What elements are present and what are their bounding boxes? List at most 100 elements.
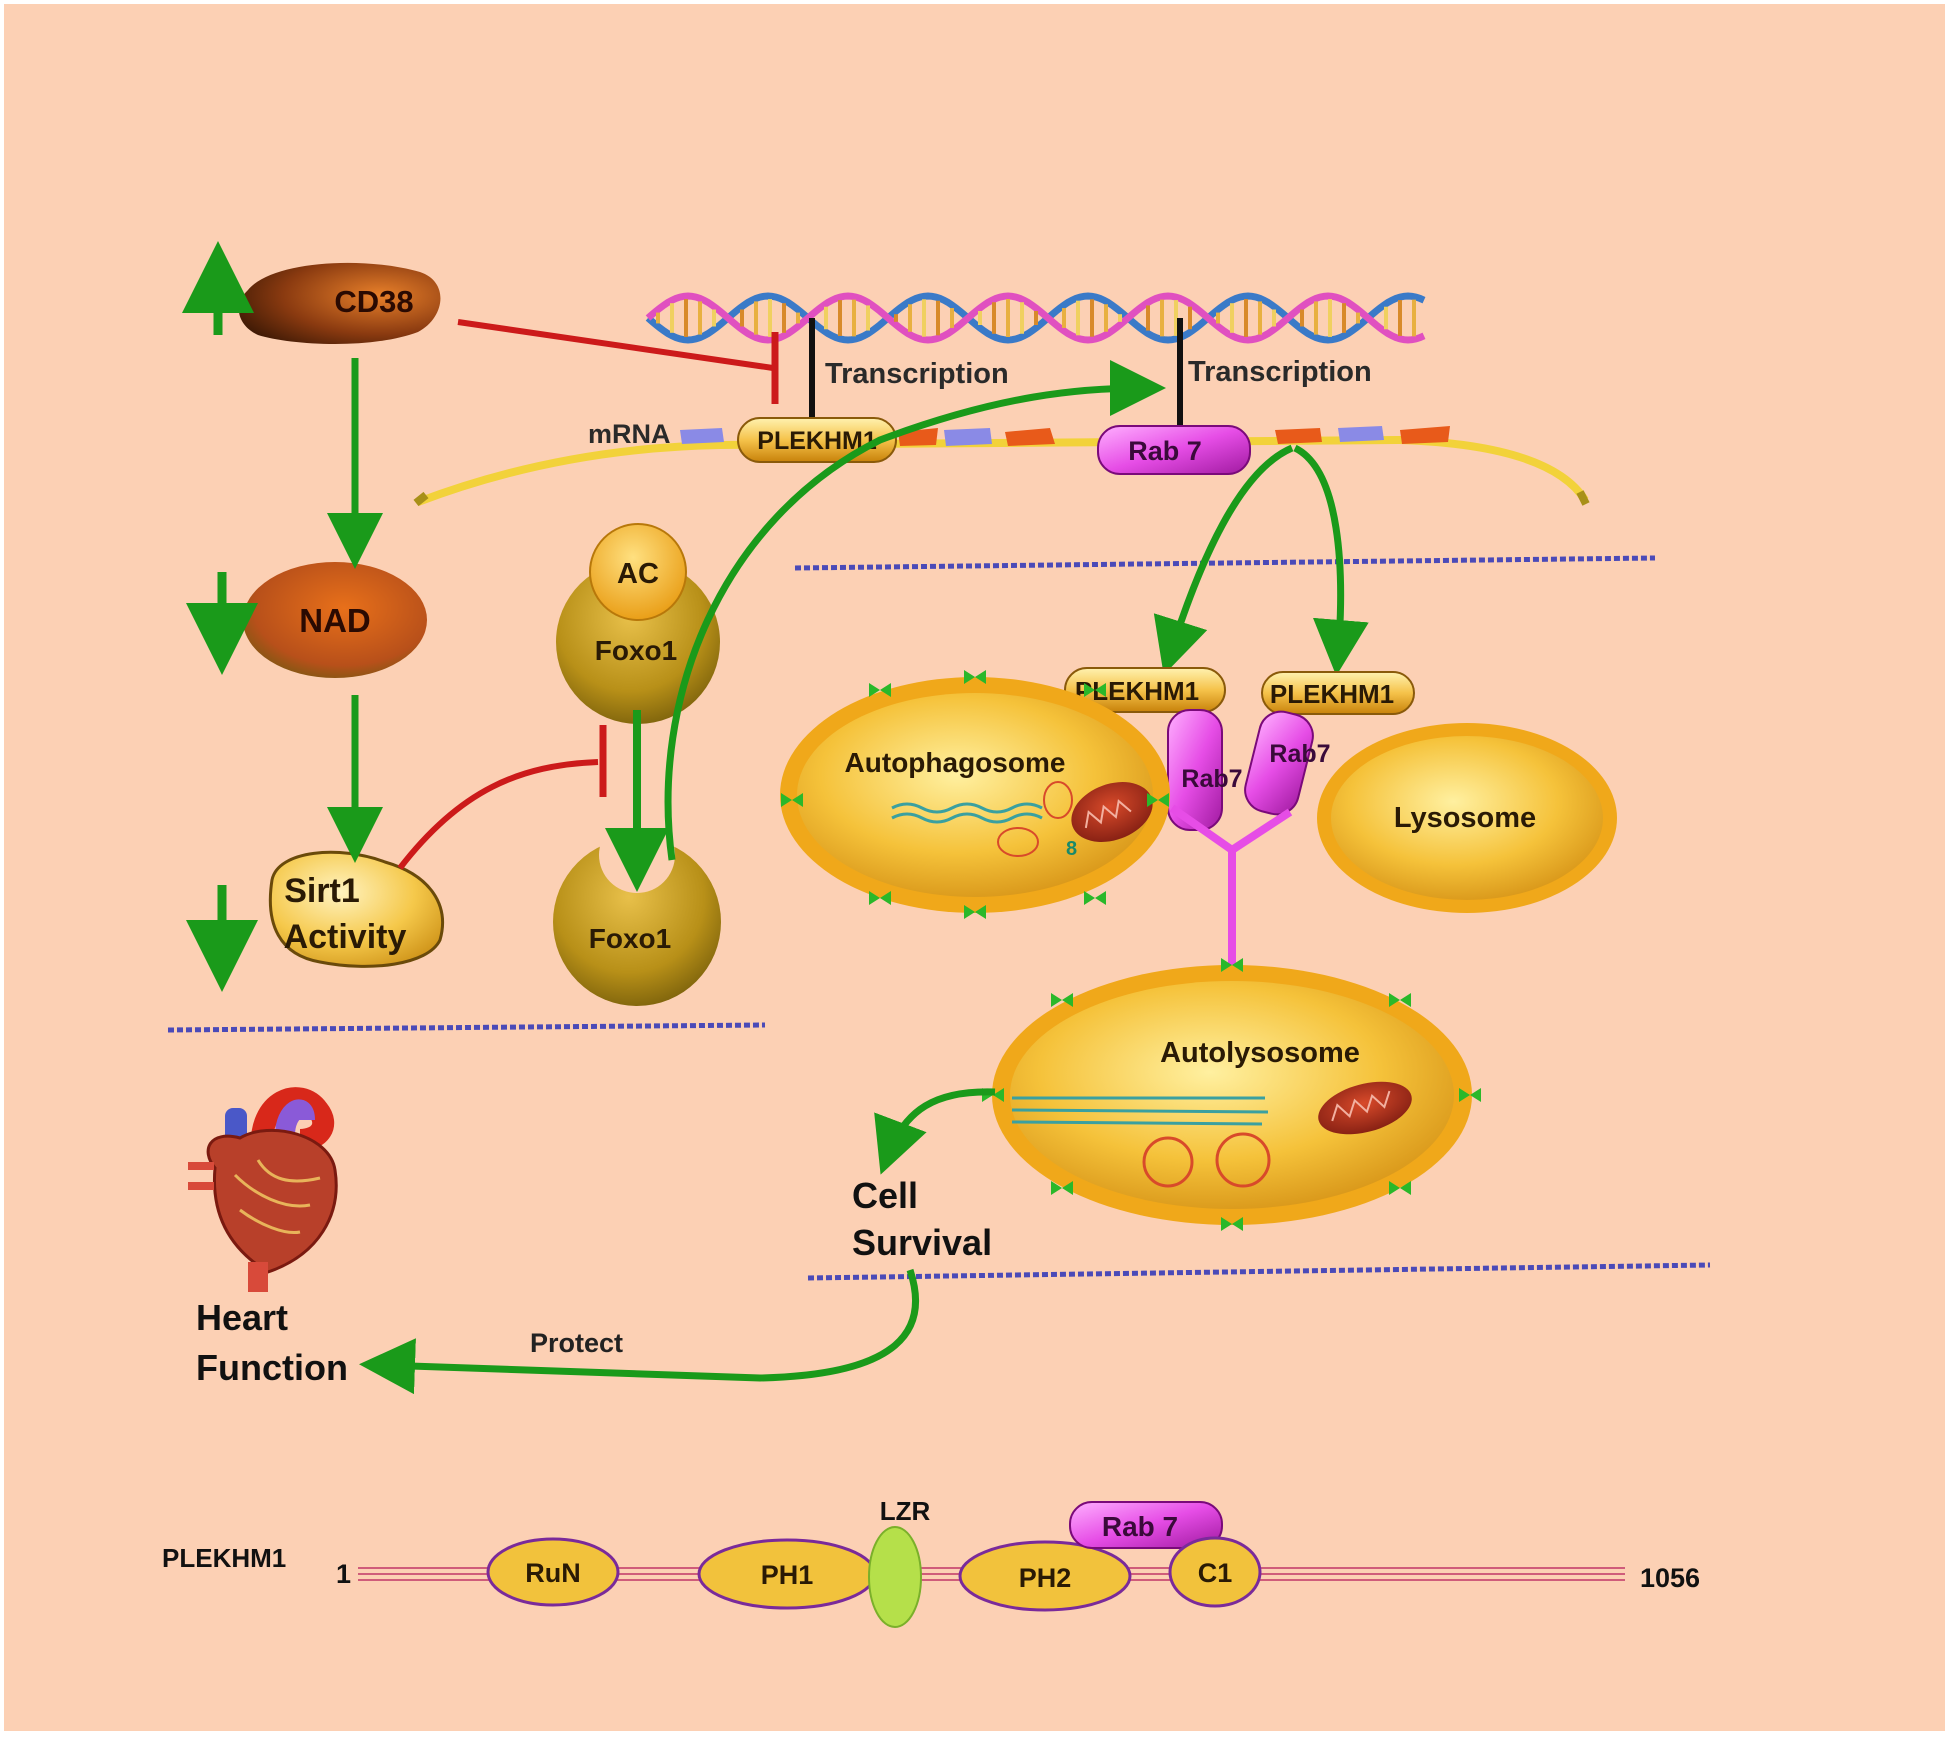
heart-function-label-line1: Heart: [196, 1297, 288, 1338]
autolysosome-cargo-dna: [1011, 1108, 1269, 1114]
membrane-anchor-mark: [1084, 891, 1106, 905]
rab7-left-shape: [1167, 709, 1223, 831]
cell-survival-label-line2: Survival: [852, 1222, 992, 1263]
mrna-segment: [1275, 428, 1322, 444]
membrane-anchor-mark: [1051, 993, 1073, 1007]
rab7-mrna-label: Rab 7: [1128, 436, 1202, 466]
membrane-anchor-mark: [964, 670, 986, 684]
mrna-segment: [680, 428, 724, 444]
dna-strand-blue: [645, 292, 1426, 344]
heart-aorta: [250, 1087, 335, 1151]
nad-node: NAD: [243, 562, 427, 678]
rab7-to-right-complex-arrow: [1293, 444, 1369, 676]
membrane-anchor-mark: [1051, 1181, 1073, 1195]
mrna-line: [416, 435, 1589, 506]
sirt1-label-line1: Sirt1: [284, 872, 360, 910]
membrane-anchor-mark: [869, 683, 891, 697]
mrna-end-left: [413, 491, 429, 507]
domain-rab7-binding: Rab 7: [1069, 1501, 1223, 1549]
plekhm1-complex-right: PLEKHM1 Rab7: [1244, 671, 1415, 816]
mrna-segment: [944, 428, 992, 446]
rab7-to-left-complex-arrow: [1153, 444, 1294, 676]
ac-shape: [589, 523, 687, 621]
mitochondrion-cristae: [1331, 1090, 1391, 1122]
membrane-anchor-mark: [1389, 1181, 1411, 1195]
lysosome-lumen: [1331, 736, 1603, 900]
autophagosome-vesicle: [1043, 781, 1073, 819]
dna-base-pairs: [656, 299, 1416, 337]
autophagosome-lumen: [797, 693, 1153, 897]
lower-membrane-line: [807, 1262, 1711, 1281]
transcription-label-2: Transcription: [1188, 356, 1372, 388]
domain-ph2: PH2: [958, 1540, 1132, 1612]
autolysosome-lumen: [1010, 981, 1454, 1209]
autolysosome: Autolysosome: [992, 965, 1472, 1225]
autolysosome-label: Autolysosome: [1160, 1037, 1360, 1069]
mitochondrion-cristae: [1084, 799, 1132, 829]
autophagosome-label: Autophagosome: [845, 747, 1066, 778]
domain-c1: C1: [1168, 1536, 1262, 1608]
autophagosome-cargo-mark: 8: [1066, 838, 1077, 860]
membrane-anchor-mark: [1221, 1217, 1243, 1231]
membrane-dividers: [167, 555, 1711, 1281]
domain-ph1-label: PH1: [761, 1560, 814, 1590]
domain-map-protein-label: PLEKHM1: [162, 1543, 286, 1573]
plekhm1-left-label: PLEKHM1: [1075, 676, 1199, 706]
membrane-anchor-mark: [781, 793, 803, 807]
plekhm1-right-shape: [1261, 671, 1415, 715]
domain-map-end: 1056: [1640, 1563, 1700, 1593]
membrane-anchor-mark: [1221, 958, 1243, 972]
cd38-node: CD38: [238, 262, 441, 345]
domain-lzr-label: LZR: [880, 1496, 931, 1526]
rab7-right-shape: [1244, 710, 1314, 816]
rab7-mrna-pill: Rab 7: [1097, 425, 1251, 475]
heart-coronary-vessels: [233, 1159, 321, 1235]
nad-shape: [243, 562, 427, 678]
foxo1-label: Foxo1: [589, 923, 671, 954]
autolysosome-vesicle: [1215, 1132, 1271, 1188]
heart-icon: [188, 1087, 338, 1292]
plekhm1-right-label: PLEKHM1: [1270, 679, 1394, 709]
protect-label: Protect: [530, 1328, 623, 1358]
mitochondrion-icon: [1071, 782, 1153, 842]
membrane-anchor-mark: [964, 905, 986, 919]
domain-map-start: 1: [336, 1559, 351, 1589]
nad-label: NAD: [299, 602, 371, 639]
fusion-connector: [1169, 804, 1293, 968]
autolysosome-vesicle: [1142, 1136, 1194, 1188]
sirt1-inhibit-line: [397, 759, 599, 870]
autophagosome-cargo-dna: [891, 812, 1043, 824]
lysosome-label: Lysosome: [1394, 802, 1536, 834]
mrna-end-right: [1576, 490, 1590, 506]
foxo1-ac-label: Foxo1: [595, 635, 677, 666]
ac-label: AC: [617, 558, 659, 590]
foxo1-to-rab7-arrow: [664, 360, 1166, 861]
rab7-mrna-shape: [1097, 425, 1251, 475]
transcription-label-1: Transcription: [825, 358, 1009, 390]
domain-lzr: LZR: [868, 1496, 931, 1628]
cd38-label: CD38: [334, 284, 413, 319]
domain-ph2-label: PH2: [1019, 1563, 1072, 1593]
sirt1-label-line2: Activity: [284, 918, 407, 956]
autophagosome-vesicle: [997, 827, 1039, 857]
domain-rab7-label: Rab 7: [1102, 1511, 1178, 1542]
autolysosome-cargo-dna: [1011, 1120, 1263, 1126]
membrane-anchor-mark: [1389, 993, 1411, 1007]
rab7-right-label: Rab7: [1269, 740, 1330, 768]
mrna-label: mRNA: [588, 419, 671, 449]
fusion-line-right: [1229, 808, 1293, 854]
mrna-segment: [1400, 426, 1450, 444]
left-membrane-line: [167, 1022, 766, 1033]
heart-pulmonary-artery: [275, 1099, 315, 1136]
survival-to-heart-arrow: [359, 1268, 920, 1395]
heart-vessel-stub: [188, 1162, 214, 1170]
heart-vessel-stub: [248, 1262, 268, 1292]
plekhm1-domain-map: PLEKHM1 1 1056 RuN PH1 LZR PH2 Rab 7: [162, 1496, 1700, 1628]
plekhm1-left-shape: [1064, 667, 1226, 713]
cd38-shape: [238, 262, 441, 345]
mrna-segment: [1005, 428, 1055, 446]
nuclear-membrane-line: [794, 555, 1656, 571]
plekhm1-mrna-pill: PLEKHM1: [737, 417, 897, 463]
